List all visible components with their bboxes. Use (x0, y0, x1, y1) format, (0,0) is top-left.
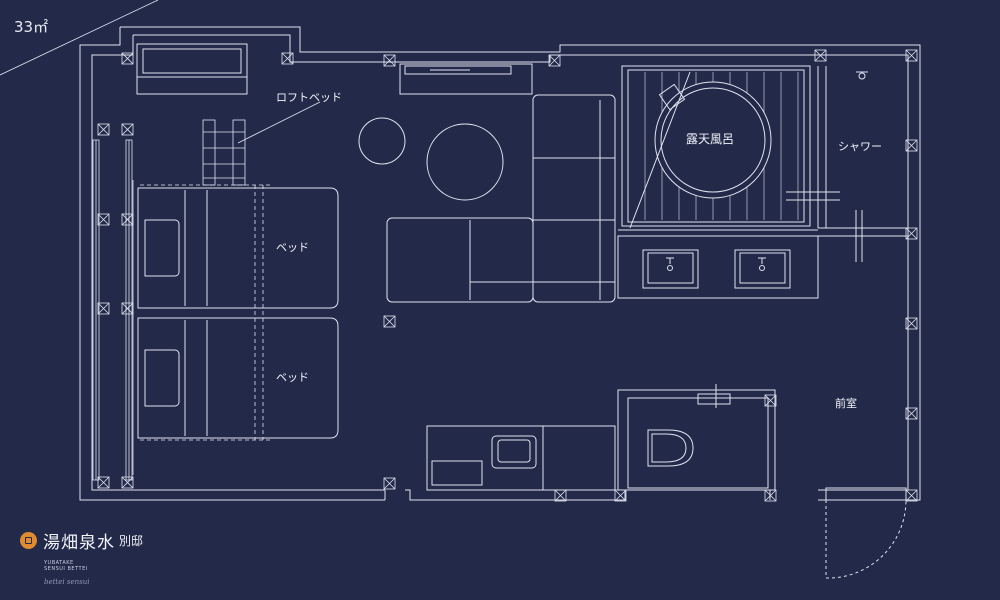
left-windows (92, 139, 134, 481)
tv-console (399, 63, 533, 95)
label-bed-upper: ベッド (276, 241, 309, 254)
brand-suffix: 別邸 (119, 534, 144, 548)
bed-upper (137, 187, 339, 309)
shower-room (786, 66, 908, 262)
outer-walls (79, 26, 921, 501)
round-stool (358, 117, 406, 165)
label-anteroom: 前室 (835, 397, 857, 410)
loft-bed-leader (237, 101, 321, 144)
brand-logo: 湯畑泉水 別邸 (20, 528, 143, 553)
vanity (617, 229, 819, 299)
label-outdoor-bath: 露天風呂 (686, 132, 735, 146)
round-table (426, 123, 504, 201)
toilet-room (617, 384, 776, 491)
ladder (202, 119, 246, 186)
label-shower: シャワー (838, 140, 882, 153)
brand-name: 湯畑泉水 (43, 533, 115, 553)
outdoor-bath (621, 65, 811, 229)
bed-lower (137, 317, 339, 439)
logo-mark-icon (20, 532, 37, 549)
brand-script: bettei sensui (44, 578, 90, 586)
brand-roman-line1: YUBATAKE (44, 560, 74, 566)
sofa (386, 94, 616, 303)
entrance-door (825, 487, 907, 579)
structural-columns (97, 49, 918, 502)
brand-roman-line2: SENSUI BETTEI (44, 566, 88, 572)
top-desk (136, 43, 248, 95)
corner-diagonal-line (0, 0, 159, 76)
floor-area: 33㎡ (14, 18, 49, 36)
loft-dashed-outline (140, 184, 270, 441)
label-loft-bed: ロフトベッド (276, 91, 342, 104)
brand-roman: YUBATAKE SENSUI BETTEI (44, 560, 88, 572)
label-bed-lower: ベッド (276, 371, 309, 384)
kitchenette (426, 425, 616, 491)
